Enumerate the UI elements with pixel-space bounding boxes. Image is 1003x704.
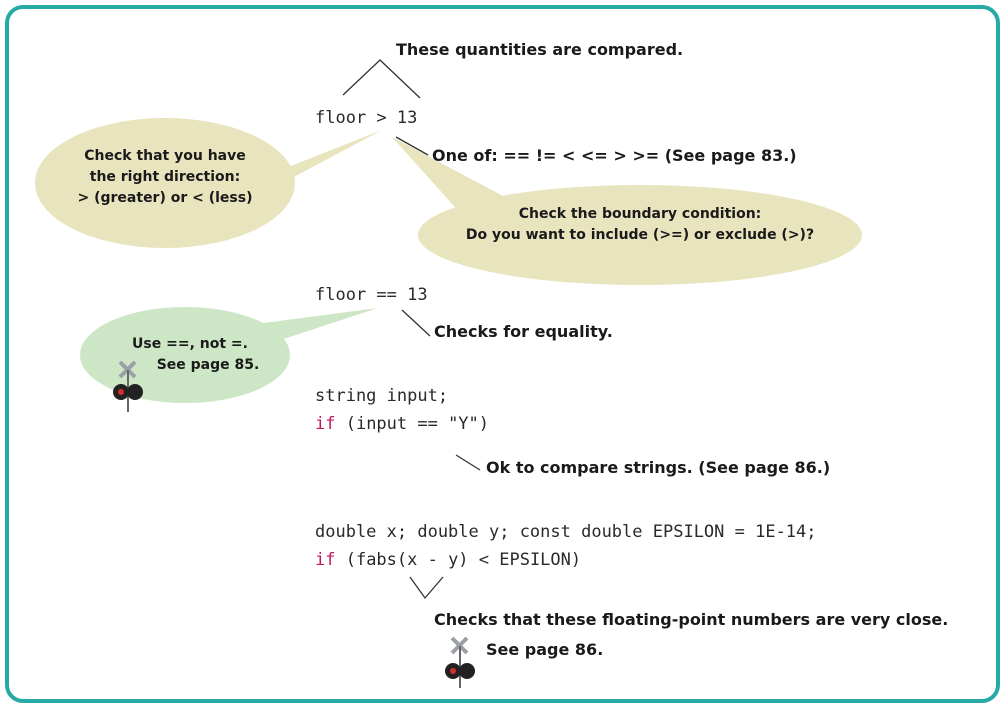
connector-strings (455, 454, 481, 471)
code-if-input: if (input == "Y") (315, 414, 489, 434)
code-if-fabs: if (fabs(x - y) < EPSILON) (315, 550, 581, 570)
bubble-direction: Check that you have the right direction:… (65, 146, 265, 209)
railroad-crossing-icon (445, 636, 475, 688)
bubble-direction-line: > (greater) or < (less) (77, 190, 253, 206)
operators-note: One of: == != < <= > >= (See page 83.) (432, 146, 797, 165)
bubble-boundary-line: Check the boundary condition: (518, 206, 762, 222)
compared-note: These quantities are compared. (396, 40, 684, 59)
expr-floor-eq: floor == 13 (315, 285, 428, 305)
bubble-boundary-shape (392, 137, 862, 285)
expr-floor-gt: floor > 13 (315, 108, 418, 128)
bubble-boundary: Check the boundary condition: Do you wan… (440, 204, 840, 246)
float-note: Checks that these floating-point numbers… (434, 610, 949, 629)
code-string-decl: string input; (315, 386, 449, 406)
code-if-fabs-rest: (fabs(x - y) < EPSILON) (335, 550, 582, 570)
bubble-use-line: See page 85. (156, 357, 260, 373)
code-double-decl: double x; double y; const double EPSILON… (315, 522, 817, 542)
bubble-use-shape (80, 307, 378, 403)
connector-float (409, 576, 444, 600)
code-if-input-rest: (input == "Y") (335, 414, 490, 434)
bubble-direction-shape (35, 118, 382, 248)
bubble-boundary-line: Do you want to include (>=) or exclude (… (465, 227, 815, 243)
strings-note: Ok to compare strings. (See page 86.) (486, 458, 831, 477)
float-ref-note: See page 86. (486, 640, 604, 659)
connector-operators (395, 136, 429, 156)
connector-compare (342, 59, 421, 99)
bubble-direction-line: Check that you have (84, 148, 246, 164)
bubble-use: Use ==, not =. See page 85. (110, 334, 270, 376)
keyword-if: if (315, 414, 336, 434)
connector-equality (401, 309, 431, 337)
railroad-crossing-icon (113, 360, 143, 412)
bubble-direction-line: the right direction: (89, 169, 241, 185)
bubble-use-line: Use ==, not =. (132, 336, 248, 352)
keyword-if: if (315, 550, 336, 570)
equality-note: Checks for equality. (434, 322, 613, 341)
